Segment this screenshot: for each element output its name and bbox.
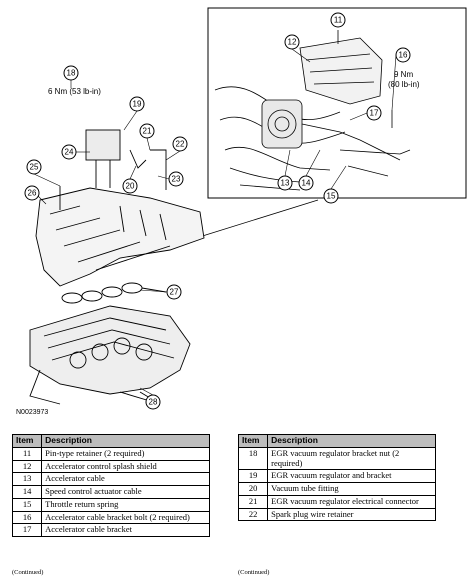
item-description: Vacuum tube fitting: [267, 482, 436, 496]
item-number: 21: [237, 494, 269, 509]
inset-leader-line: [195, 199, 319, 239]
svg-text:23: 23: [172, 175, 181, 184]
item-number: 13: [11, 472, 43, 487]
item-description: Spark plug wire retainer: [267, 507, 436, 522]
item-number: 12: [11, 459, 43, 474]
torque-label-16-nm: 9 Nm: [394, 70, 413, 79]
exploded-diagram: 6 Nm (53 lb-in) 9 Nm (80 lb-in) 11 12 16…: [16, 7, 467, 416]
item-description: Pin-type retainer (2 required): [41, 446, 210, 461]
table-header-row: Item Description: [11, 434, 210, 448]
callout-14: 14: [298, 175, 314, 191]
table-header-row: Item Description: [237, 434, 436, 448]
callout-27: 27: [166, 284, 182, 300]
torque-label-16-lb: (80 lb-in): [388, 80, 420, 89]
svg-text:20: 20: [126, 182, 135, 191]
item-description: Accelerator cable bracket bolt (2 requir…: [41, 510, 210, 525]
item-description: Speed control actuator cable: [41, 485, 210, 499]
engine-block-sketch: [29, 305, 191, 405]
svg-text:11: 11: [334, 16, 343, 25]
callout-16: 16: [395, 47, 411, 63]
callout-17: 17: [366, 105, 382, 121]
callout-25: 25: [26, 159, 42, 175]
callout-12: 12: [284, 34, 300, 50]
callout-28: 28: [145, 394, 161, 410]
detail-inset-frame: [207, 7, 467, 199]
item-description: Accelerator cable: [41, 472, 210, 487]
callout-13: 13: [277, 175, 293, 191]
callout-11: 11: [330, 12, 346, 28]
svg-text:26: 26: [28, 189, 37, 198]
item-description: Accelerator cable bracket: [41, 523, 210, 538]
svg-text:16: 16: [399, 51, 408, 60]
manifold-gaskets: [61, 282, 167, 304]
svg-text:21: 21: [143, 127, 152, 136]
item-number: 22: [237, 507, 269, 522]
item-number: 16: [11, 510, 43, 525]
item-number: 20: [237, 482, 269, 496]
callout-18: 18: [63, 65, 79, 81]
item-description: EGR vacuum regulator and bracket: [267, 469, 436, 484]
figure-id: N0023973: [16, 409, 48, 416]
svg-text:19: 19: [133, 100, 142, 109]
callout-23: 23: [168, 171, 184, 187]
svg-text:14: 14: [302, 179, 311, 188]
continued-note-left: (Continued): [12, 569, 44, 576]
inset-throttle-sketch: [214, 30, 411, 191]
svg-text:17: 17: [370, 109, 379, 118]
callout-26: 26: [24, 185, 40, 201]
item-number: 15: [11, 497, 43, 512]
item-number: 11: [11, 446, 43, 461]
header-description: Description: [267, 434, 436, 448]
callout-15: 15: [323, 188, 339, 204]
intake-manifold-sketch: [35, 129, 205, 287]
svg-text:25: 25: [30, 163, 39, 172]
svg-text:18: 18: [67, 69, 76, 78]
callout-21: 21: [139, 123, 155, 139]
item-number: 14: [11, 485, 43, 499]
item-description: EGR vacuum regulator electrical connecto…: [267, 494, 436, 509]
callout-24: 24: [61, 144, 77, 160]
item-number: 18: [237, 446, 269, 471]
torque-label-18: 6 Nm (53 lb-in): [48, 87, 101, 96]
header-description: Description: [41, 434, 210, 448]
svg-text:28: 28: [149, 398, 158, 407]
item-number: 17: [11, 523, 43, 538]
callout-22: 22: [172, 136, 188, 152]
callout-leaders: [33, 48, 397, 396]
svg-text:13: 13: [281, 179, 290, 188]
svg-text:24: 24: [65, 148, 74, 157]
header-item: Item: [11, 434, 43, 448]
svg-text:22: 22: [176, 140, 185, 149]
callout-20: 20: [122, 178, 138, 194]
item-number: 19: [237, 469, 269, 484]
svg-text:12: 12: [288, 38, 297, 47]
item-description: Throttle return spring: [41, 497, 210, 512]
item-description: EGR vacuum regulator bracket nut (2 requ…: [267, 446, 436, 471]
svg-text:27: 27: [170, 288, 179, 297]
svg-text:15: 15: [327, 192, 336, 201]
continued-note-right: (Continued): [238, 569, 270, 576]
header-item: Item: [237, 434, 269, 448]
item-description: Accelerator control splash shield: [41, 459, 210, 474]
callout-19: 19: [129, 96, 145, 112]
